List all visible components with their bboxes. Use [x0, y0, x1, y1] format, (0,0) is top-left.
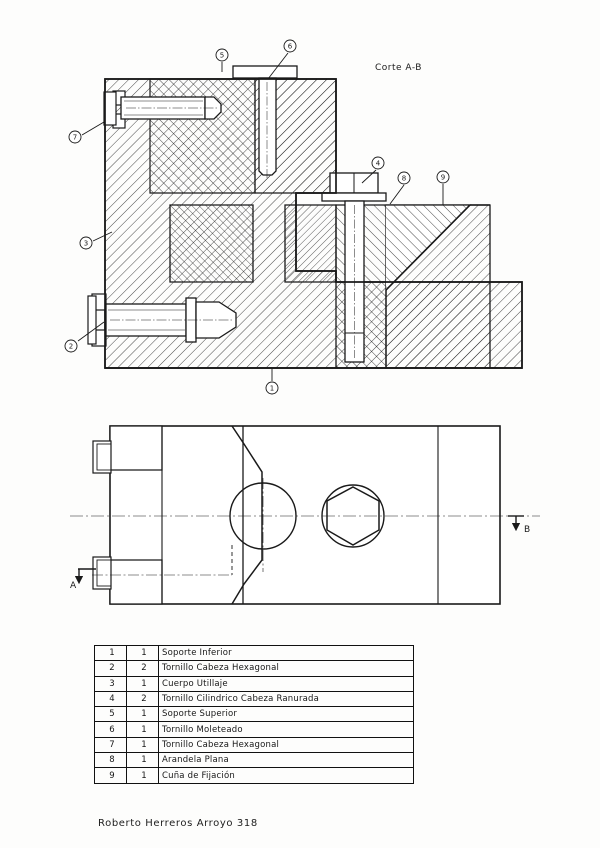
section-arrow-a — [74, 568, 96, 585]
plan-screw-head-top — [92, 440, 112, 474]
bom-description: Cuña de Fijación — [158, 767, 414, 784]
plan-notch-bottom — [109, 559, 163, 605]
plan-outline — [109, 425, 501, 605]
balloon-number: 1 — [270, 385, 274, 393]
bom-item-number: 6 — [94, 721, 127, 738]
bom-description: Soporte Inferior — [158, 644, 414, 662]
balloon-number: 6 — [288, 43, 293, 51]
bom-description: Tornillo Cabeza Hexagonal — [158, 736, 414, 754]
balloon-circle — [68, 130, 82, 144]
section-mark-label-b: B — [524, 525, 530, 535]
bom-quantity: 1 — [126, 752, 159, 769]
wedge-item9-cuna-fijacion — [335, 204, 472, 369]
balloon-callouts: 1 2 3 4 5 6 7 8 9 — [64, 39, 450, 395]
bom-item-number: 3 — [94, 675, 127, 692]
balloon-circle — [283, 39, 297, 53]
balloon-number: 5 — [220, 52, 224, 60]
plan-screw-head-bottom — [92, 556, 112, 590]
balloon-8: 8 — [397, 171, 411, 185]
signature-line: Roberto Herreros Arroyo 318 — [98, 818, 258, 829]
bom-description: Tornillo Cabeza Hexagonal — [158, 660, 414, 677]
plan-notch-top — [109, 425, 163, 471]
bom-quantity: 1 — [126, 706, 159, 723]
bom-item-number: 8 — [94, 752, 127, 769]
balloon-circle — [215, 48, 229, 62]
upper-arm-hatch-block — [149, 78, 256, 194]
balloon-number: 3 — [84, 240, 88, 248]
balloon-2: 2 — [64, 339, 78, 353]
balloon-circle — [64, 339, 78, 353]
section-arrow-b — [508, 515, 524, 532]
balloon-number: 7 — [73, 134, 77, 142]
balloon-6: 6 — [283, 39, 297, 53]
balloon-number: 9 — [441, 174, 445, 182]
bom-description: Soporte Superior — [158, 706, 414, 723]
washer-item8-arandela-plana — [321, 192, 387, 202]
bom-quantity: 2 — [126, 690, 159, 708]
centre-boss-block — [169, 204, 254, 283]
section-mark-label-a: A — [70, 581, 77, 591]
balloon-1: 1 — [265, 381, 279, 395]
balloon-3: 3 — [79, 236, 93, 250]
screw-item7-upper — [103, 90, 222, 129]
balloon-circle — [79, 236, 93, 250]
bom-quantity: 1 — [126, 767, 159, 784]
plan-screw-head-top-inner — [96, 443, 112, 471]
bom-item-number: 9 — [94, 767, 127, 784]
balloon-7: 7 — [68, 130, 82, 144]
plan-view-group: A B — [70, 425, 540, 605]
bom-description: Cuerpo Utillaje — [158, 675, 414, 692]
bom-quantity: 1 — [126, 736, 159, 754]
balloon-5: 5 — [215, 48, 229, 62]
plan-hexagon-head — [326, 486, 380, 546]
balloon-leaders — [77, 52, 444, 381]
bom-description: Arandela Plana — [158, 752, 414, 769]
plate-item5-soporte-superior — [232, 65, 298, 79]
bom-description: Tornillo Cilindrico Cabeza Ranurada — [158, 690, 414, 708]
bom-quantity: 1 — [126, 721, 159, 738]
balloon-circle — [371, 156, 385, 170]
bom-quantity: 1 — [126, 644, 159, 662]
balloon-circle — [436, 170, 450, 184]
pin-item6-tornillo-moleteado — [258, 77, 277, 178]
balloon-number: 8 — [402, 175, 406, 183]
bom-description: Tornillo Moleteado — [158, 721, 414, 738]
balloon-number: 2 — [69, 343, 73, 351]
bom-quantity: 1 — [126, 675, 159, 692]
balloon-4: 4 — [371, 156, 385, 170]
section-title-corte-ab: Corte A-B — [375, 63, 422, 73]
plan-screw-head-bottom-inner — [96, 559, 112, 587]
bom-item-number: 7 — [94, 736, 127, 754]
bom-item-number: 4 — [94, 690, 127, 708]
bom-item-number: 1 — [94, 644, 127, 662]
bom-item-number: 5 — [94, 706, 127, 723]
bom-quantity: 2 — [126, 660, 159, 677]
wedge-inclined-face — [385, 204, 471, 291]
balloon-circle — [265, 381, 279, 395]
balloon-9: 9 — [436, 170, 450, 184]
screw-item2-lower — [87, 293, 237, 347]
bom-item-number: 2 — [94, 660, 127, 677]
balloon-number: 4 — [376, 160, 381, 168]
section-view-group: Corte A-B — [77, 52, 523, 381]
balloon-circle — [397, 171, 411, 185]
